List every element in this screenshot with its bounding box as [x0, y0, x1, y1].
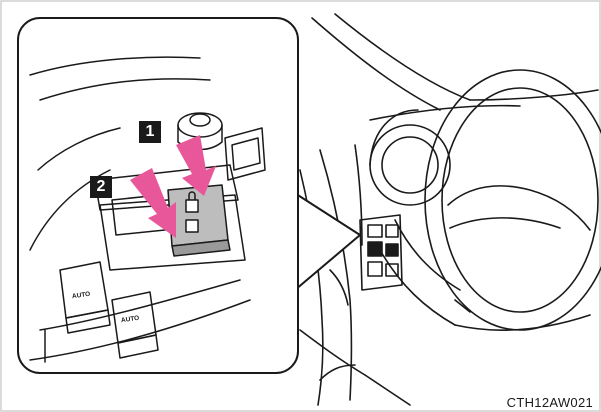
far-switch-4	[385, 224, 399, 238]
far-switch-6	[385, 263, 399, 277]
lock-icon	[185, 199, 199, 213]
figure-reference-code: CTH12AW021	[506, 395, 593, 410]
far-switch-5	[385, 243, 399, 257]
dashboard-scene	[299, 13, 601, 406]
arrow-1	[176, 135, 216, 196]
arrow-2	[130, 168, 176, 238]
unlock-icon	[185, 219, 199, 233]
far-switch-2	[367, 241, 383, 257]
far-switch-3	[367, 261, 383, 277]
lock-switch-highlight	[167, 184, 231, 257]
far-switch-1	[367, 224, 383, 238]
callout-2: 2	[90, 176, 112, 198]
press-arrows	[130, 135, 216, 238]
callout-1: 1	[139, 121, 161, 143]
